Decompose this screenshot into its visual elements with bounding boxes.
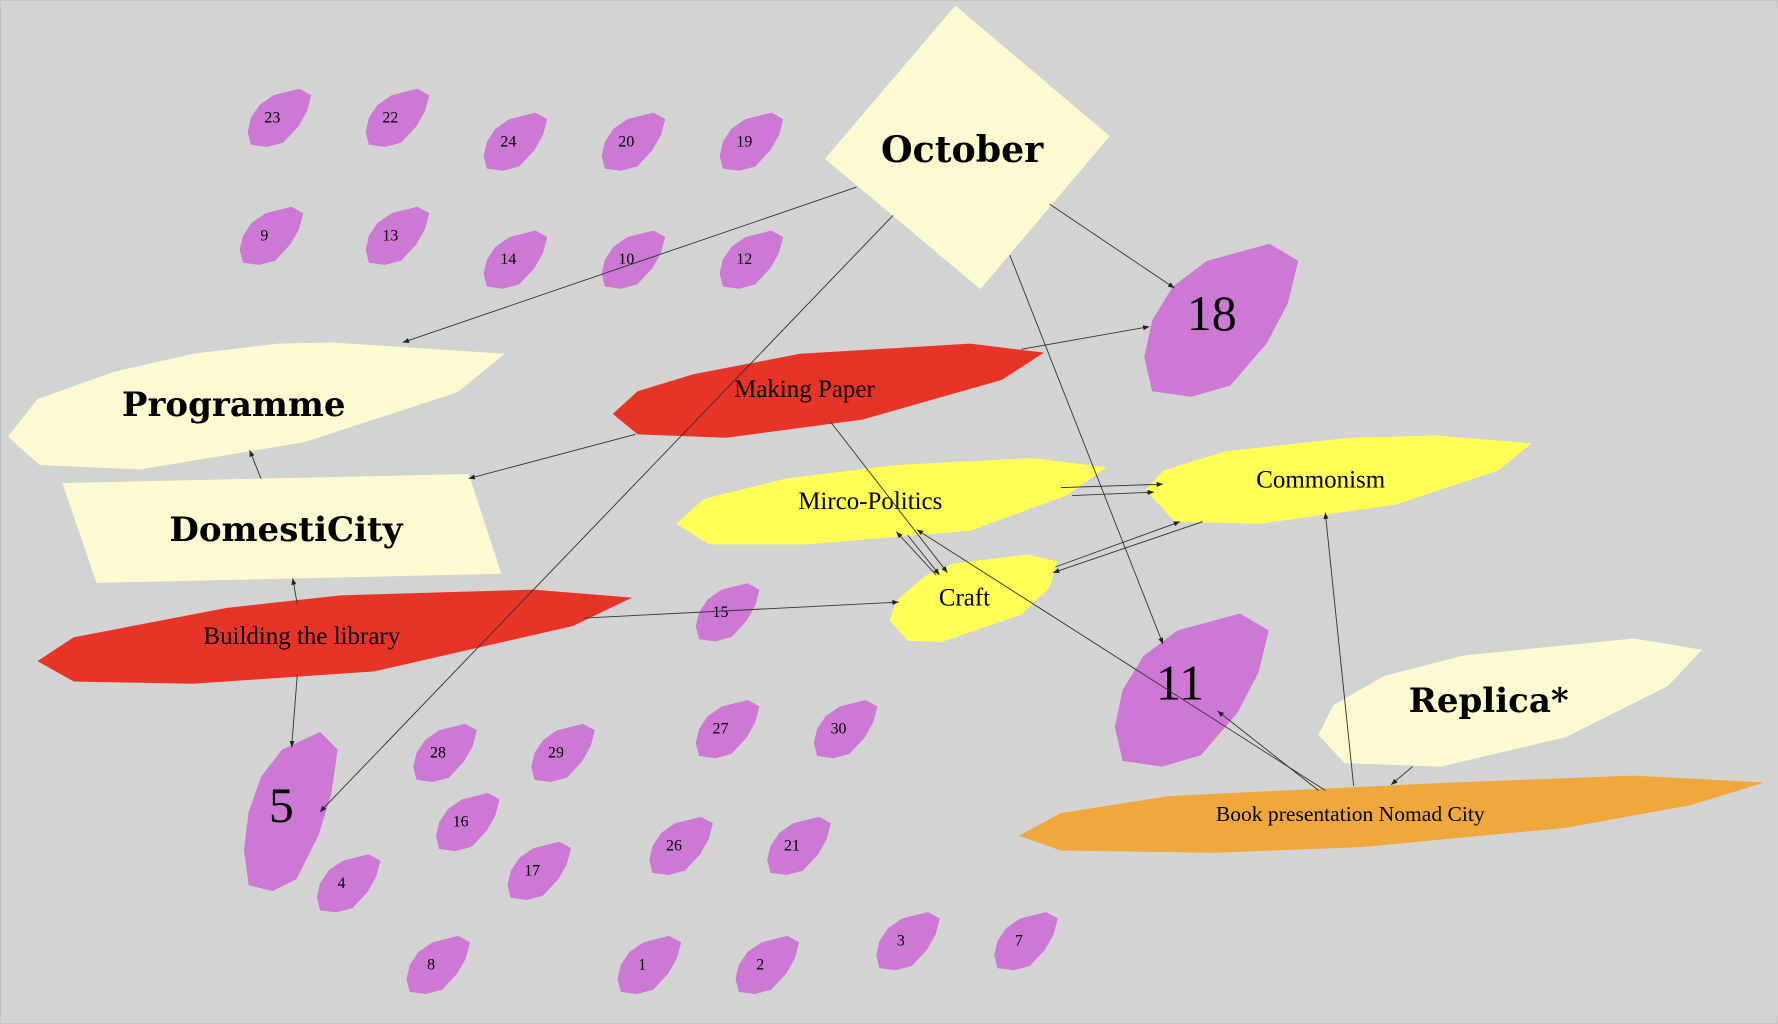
node-21[interactable]: 21 — [767, 816, 831, 875]
node-4[interactable]: 4 — [316, 854, 381, 913]
node-replica[interactable]: Replica* — [1318, 638, 1702, 767]
edge-replica-book — [1390, 766, 1413, 786]
node-label: 7 — [1015, 933, 1023, 950]
node-22[interactable]: 22 — [365, 88, 430, 147]
node-label: Building the library — [203, 623, 400, 650]
node-1[interactable]: 1 — [617, 935, 682, 995]
node-label: DomestiCity — [169, 510, 403, 550]
node-commonism[interactable]: Commonism — [1145, 435, 1532, 524]
node-label: 12 — [736, 251, 752, 268]
node-9[interactable]: 9 — [239, 206, 304, 265]
node-30[interactable]: 30 — [813, 700, 878, 759]
node-11[interactable]: 11 — [1114, 613, 1269, 767]
node-19[interactable]: 19 — [719, 112, 784, 171]
edge-makingpaper-craft — [830, 421, 948, 573]
node-18[interactable]: 18 — [1144, 243, 1299, 397]
node-label: 13 — [382, 227, 398, 244]
node-label: 16 — [453, 814, 469, 831]
node-24[interactable]: 24 — [483, 112, 548, 171]
node-domesticity[interactable]: DomestiCity — [62, 474, 502, 583]
edge-makingpaper-18 — [1021, 325, 1150, 350]
node-label: 17 — [524, 862, 540, 879]
edge-library-craft — [584, 599, 899, 619]
node-label: 20 — [618, 133, 634, 150]
node-7[interactable]: 7 — [994, 912, 1058, 971]
edge-library-domesticity — [291, 578, 298, 605]
node-27[interactable]: 27 — [695, 700, 760, 759]
node-programme[interactable]: Programme — [7, 342, 505, 470]
node-15[interactable]: 15 — [695, 583, 760, 642]
edge-book-11 — [1217, 710, 1319, 791]
node-book-presentation-nomad-city[interactable]: Book presentation Nomad City — [1018, 775, 1765, 853]
node-building-the-library[interactable]: Building the library — [37, 589, 633, 684]
edge-mirco-commonism-2 — [1072, 489, 1154, 497]
node-label: 10 — [618, 251, 634, 268]
node-14[interactable]: 14 — [483, 230, 548, 289]
edge-craft-commonism — [1055, 521, 1181, 568]
node-label: 29 — [548, 745, 564, 762]
edge-library-5 — [289, 674, 298, 748]
node-label: Craft — [939, 585, 990, 612]
node-label: 9 — [260, 227, 268, 244]
node-making-paper[interactable]: Making Paper — [612, 343, 1044, 438]
node-label: Replica* — [1409, 681, 1569, 721]
node-label: Commonism — [1256, 467, 1385, 494]
node-label: 8 — [427, 957, 435, 974]
node-label: 22 — [382, 109, 398, 126]
node-october[interactable]: October — [824, 5, 1110, 290]
node-20[interactable]: 20 — [601, 112, 666, 171]
node-label: 2 — [756, 957, 764, 974]
node-2[interactable]: 2 — [735, 935, 800, 995]
node-label: 27 — [713, 721, 729, 738]
edge-october-11 — [1009, 254, 1164, 645]
node-10[interactable]: 10 — [601, 230, 666, 289]
edges — [249, 186, 1413, 813]
node-label: October — [881, 128, 1044, 171]
node-label: 28 — [430, 745, 446, 762]
edge-makingpaper-domesticity — [468, 433, 636, 480]
node-16[interactable]: 16 — [435, 793, 500, 852]
node-3[interactable]: 3 — [876, 912, 940, 971]
node-label: 19 — [736, 133, 752, 150]
node-12[interactable]: 12 — [719, 230, 784, 289]
edge-mirco-craft — [907, 534, 940, 576]
node-label: 1 — [638, 957, 646, 974]
node-mirco-politics[interactable]: Mirco-Politics — [676, 458, 1107, 545]
node-label: 18 — [1187, 286, 1237, 341]
node-29[interactable]: 29 — [531, 723, 595, 783]
node-label: Book presentation Nomad City — [1216, 802, 1485, 826]
node-label: 11 — [1156, 656, 1204, 711]
edge-craft-mirco — [896, 531, 937, 576]
node-26[interactable]: 26 — [649, 816, 713, 875]
node-13[interactable]: 13 — [365, 206, 430, 265]
node-17[interactable]: 17 — [507, 841, 572, 900]
node-label: 24 — [500, 133, 516, 150]
node-label: 15 — [713, 604, 729, 621]
edge-october-5 — [319, 215, 894, 813]
node-label: 3 — [897, 933, 905, 950]
edge-book-commonism — [1323, 512, 1355, 786]
edge-october-programme — [402, 186, 857, 343]
edge-book-mirco — [916, 529, 1326, 791]
node-label: Mirco-Politics — [798, 488, 942, 515]
node-label: 23 — [264, 109, 280, 126]
node-label: 26 — [666, 838, 682, 855]
edge-commonism-craft — [1052, 521, 1203, 574]
node-23[interactable]: 23 — [247, 88, 312, 147]
node-8[interactable]: 8 — [406, 935, 471, 995]
node-label: 21 — [784, 838, 800, 855]
node-5[interactable]: 5 — [243, 731, 338, 892]
node-label: 5 — [269, 778, 294, 833]
edge-october-18 — [1049, 203, 1175, 289]
node-label: Programme — [122, 385, 346, 425]
edge-mirco-commonism-1 — [1060, 481, 1164, 489]
node-label: 30 — [831, 721, 847, 738]
edge-domesticity-programme — [249, 450, 262, 479]
node-label: 4 — [338, 875, 346, 892]
node-28[interactable]: 28 — [413, 723, 477, 783]
node-craft[interactable]: Craft — [889, 554, 1058, 642]
node-label: Making Paper — [734, 376, 875, 403]
node-label: 14 — [500, 251, 516, 268]
